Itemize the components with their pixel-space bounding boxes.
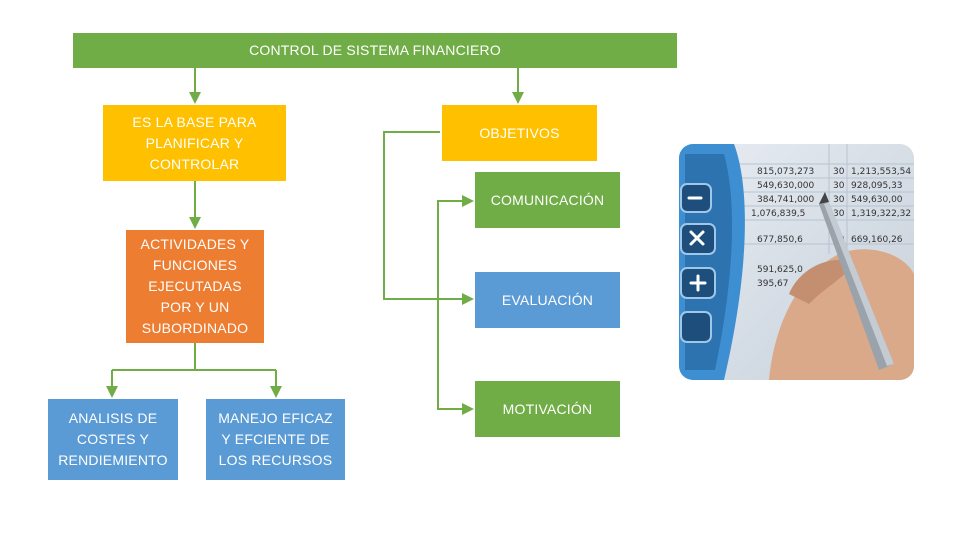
photo-num-2a: 30: [833, 167, 845, 177]
analysis-label: ANALISIS DE COSTES Y RENDIEMIENTO: [58, 410, 168, 468]
management-box: MANEJO EFICAZ Y EFCIENTE DE LOS RECURSOS: [206, 399, 345, 480]
photo-num-1c: 384,741,000: [757, 195, 815, 205]
activities-box: ACTIVIDADES Y FUNCIONES EJECUTADAS POR Y…: [126, 230, 264, 343]
communication-box: COMUNICACIÓN: [475, 172, 620, 228]
evaluation-box: EVALUACIÓN: [475, 272, 620, 328]
line-objectives-to-evaluation: [383, 131, 474, 305]
calculator-pen-photo: 815,073,273 549,630,000 384,741,000 1,07…: [679, 144, 914, 380]
photo-num-2b: 30: [833, 181, 845, 191]
activities-label: ACTIVIDADES Y FUNCIONES EJECUTADAS POR Y…: [140, 236, 250, 336]
photo-num-1d: 1,076,839,5: [751, 209, 805, 219]
photo-num-1f: 591,625,0: [757, 265, 803, 275]
line-to-communication: [437, 195, 474, 299]
evaluation-label: EVALUACIÓN: [501, 291, 594, 308]
base-box: ES LA BASE PARA PLANIFICAR Y CONTROLAR: [103, 105, 286, 181]
communication-label: COMUNICACIÓN: [490, 191, 605, 208]
base-label: ES LA BASE PARA PLANIFICAR Y CONTROLAR: [132, 113, 257, 172]
title-box: CONTROL DE SISTEMA FINANCIERO: [73, 33, 677, 68]
photo-num-1a: 815,073,273: [757, 167, 814, 177]
photo-num-1b: 549,630,000: [757, 181, 815, 191]
photo-num-3a: 1,213,553,54: [851, 167, 911, 177]
photo-num-2c: 30: [833, 195, 845, 205]
photo-num-3d: 1,319,322,32: [851, 209, 911, 219]
photo-num-2d: 30: [833, 209, 845, 219]
photo-num-3e: 669,160,26: [851, 235, 903, 245]
photo-num-1g: 395,67: [757, 279, 789, 289]
analysis-box: ANALISIS DE COSTES Y RENDIEMIENTO: [48, 399, 178, 480]
title-label: CONTROL DE SISTEMA FINANCIERO: [249, 42, 501, 58]
motivation-label: MOTIVACIÓN: [502, 400, 593, 417]
objectives-label: OBJETIVOS: [479, 124, 560, 141]
objectives-box: OBJETIVOS: [442, 105, 597, 161]
photo-num-3c: 549,630,00: [851, 195, 903, 205]
line-to-motivation: [437, 299, 474, 415]
motivation-box: MOTIVACIÓN: [475, 381, 620, 437]
photo-illustration: 815,073,273 549,630,000 384,741,000 1,07…: [679, 144, 914, 380]
photo-num-1e: 677,850,6: [757, 235, 803, 245]
management-label: MANEJO EFICAZ Y EFCIENTE DE LOS RECURSOS: [218, 410, 333, 468]
photo-num-3b: 928,095,33: [851, 181, 903, 191]
